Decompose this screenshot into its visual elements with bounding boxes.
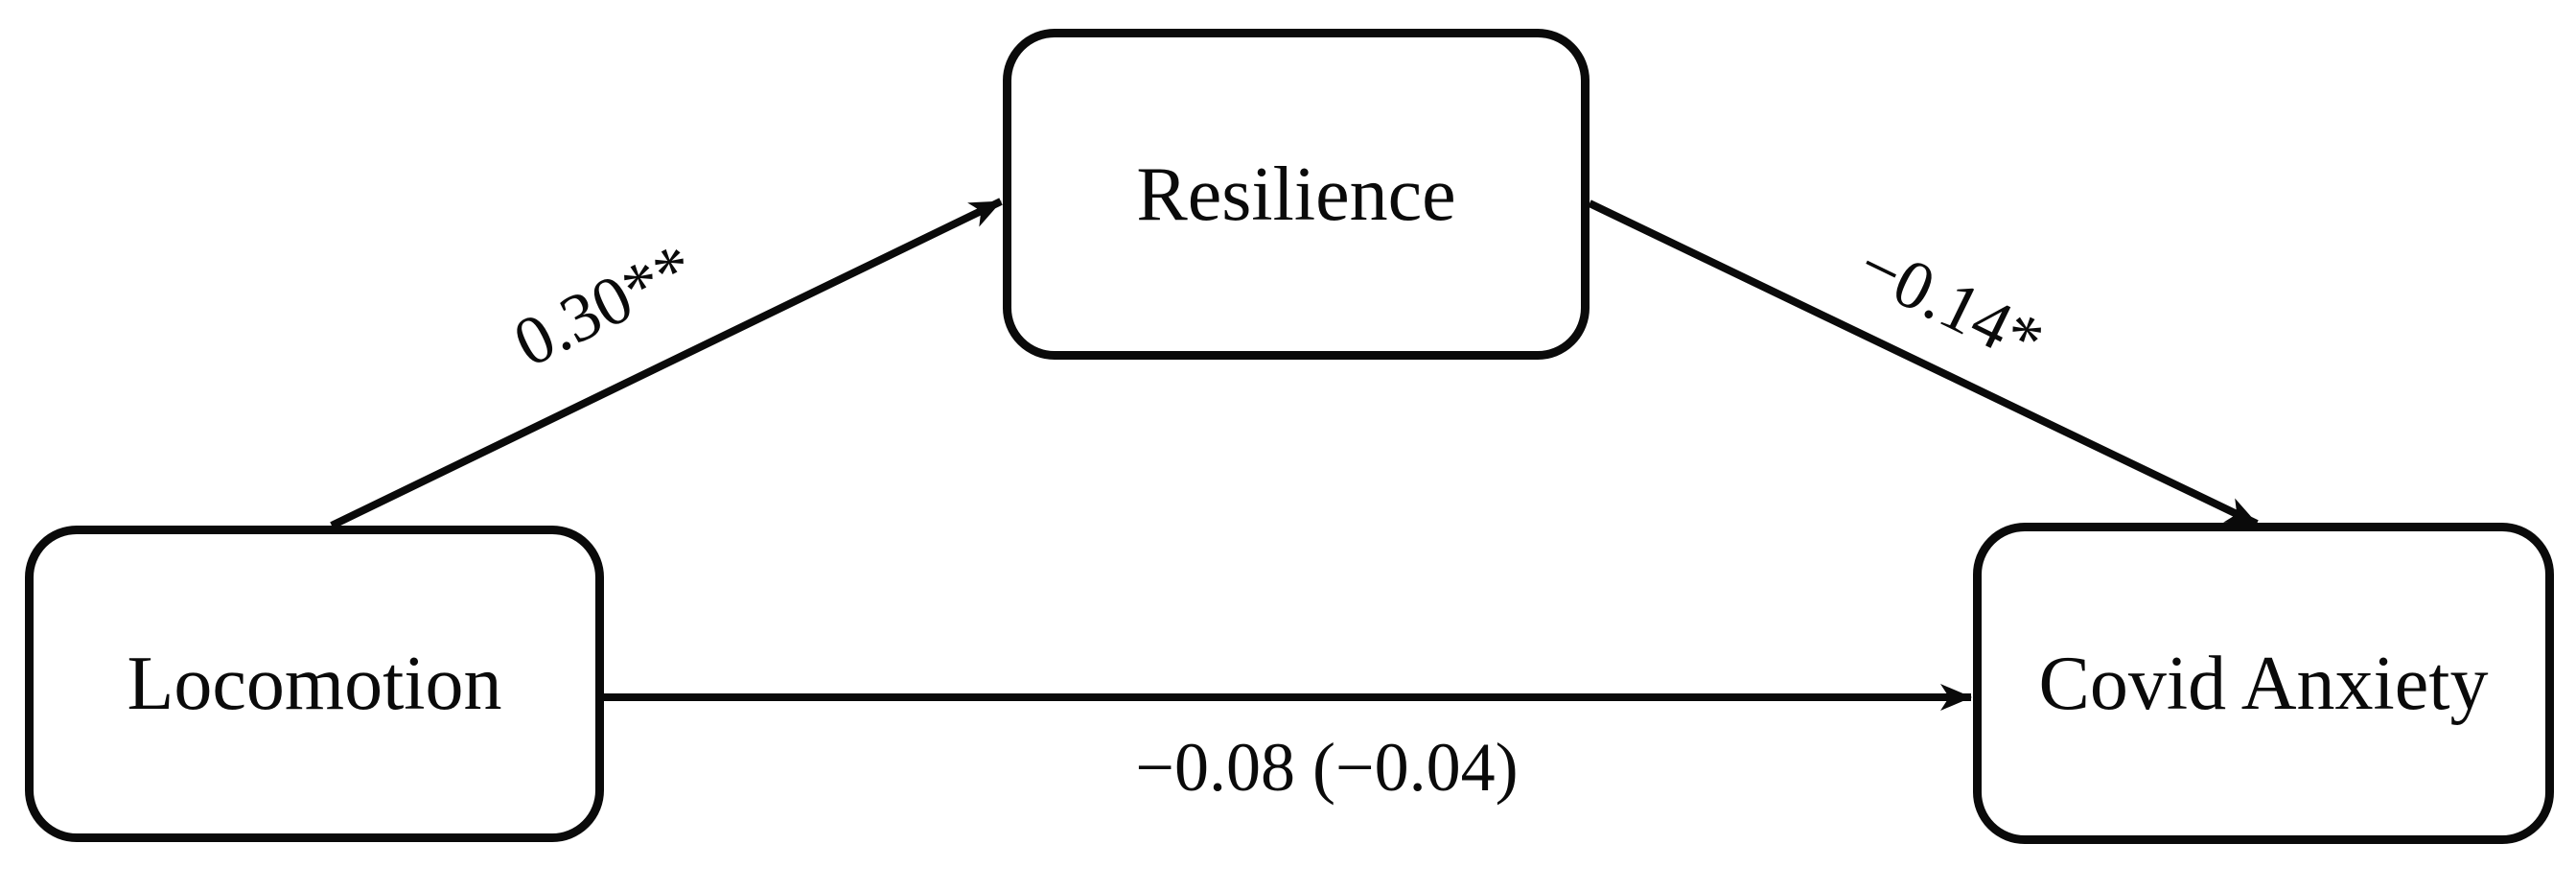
outcome-node: Covid Anxiety [1973,523,2554,844]
predictor-node: Locomotion [25,526,604,842]
mediator-node: Resilience [1003,29,1590,360]
path-b-arrow [1588,199,2259,528]
mediator-node-label: Resilience [1136,152,1456,237]
path-c-coefficient-label: −0.08 (−0.04) [1135,729,1519,806]
predictor-node-label: Locomotion [127,642,502,726]
outcome-node-label: Covid Anxiety [2038,641,2489,726]
path-a-arrow [330,198,1003,529]
